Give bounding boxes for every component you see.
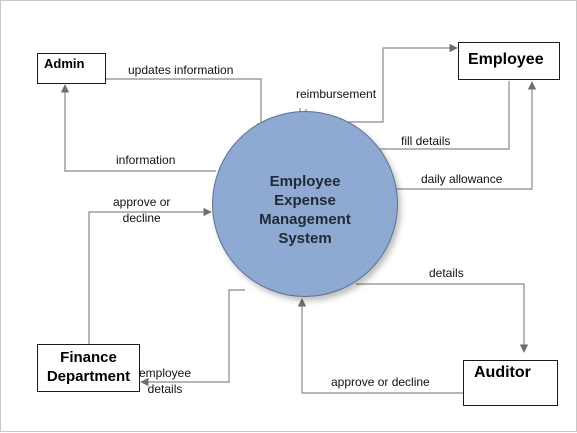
- entity-finance-department: Finance Department: [37, 344, 140, 392]
- entity-admin: Admin: [37, 53, 106, 84]
- entity-employee: Employee: [458, 42, 560, 80]
- flow-label-auditor-approve-or-decline: approve or decline: [331, 375, 430, 389]
- process-label: Employee Expense Management System: [259, 173, 351, 247]
- flow-label-finance-approve-or-decline: approve or decline: [113, 195, 171, 225]
- flow-information-line: [60, 84, 216, 172]
- flow-daily-allowance-line: [393, 81, 537, 190]
- entity-employee-label: Employee: [468, 51, 544, 68]
- flow-label-employee-details: employee details: [139, 366, 192, 396]
- entity-finance-label: Finance Department: [46, 349, 131, 385]
- flow-details-line: [356, 283, 529, 353]
- process-circle: Employee Expense Management System: [212, 111, 398, 297]
- flow-label-information: information: [116, 153, 176, 167]
- flow-finance-approve-line: [88, 207, 212, 344]
- flow-auditor-approve-line: [297, 298, 463, 394]
- flow-fill-details-line: [362, 81, 510, 154]
- entity-auditor: Auditor: [463, 360, 558, 406]
- flow-label-daily-allowance: daily allowance: [421, 172, 503, 186]
- entity-admin-label: Admin: [44, 56, 85, 71]
- flow-label-fill-details: fill details: [401, 134, 451, 148]
- flow-employee-details-line: [140, 289, 245, 387]
- flow-reimbursement-line: [306, 43, 458, 123]
- flow-label-details: details: [429, 266, 464, 280]
- entity-auditor-label: Auditor: [474, 364, 531, 381]
- flow-label-updates-information: updates information: [128, 63, 234, 77]
- flow-updates-information-line: [106, 78, 266, 132]
- flow-label-reimbursement: reimbursement: [296, 87, 377, 101]
